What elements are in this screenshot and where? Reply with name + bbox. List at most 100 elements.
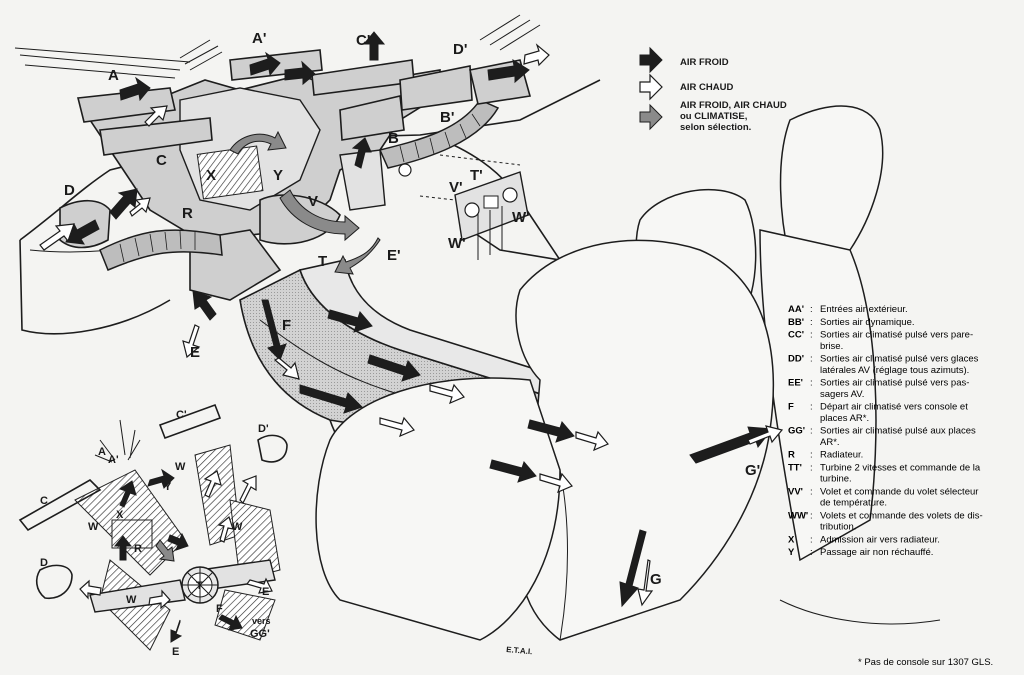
inset-label-c-prime: C' [176,409,187,421]
label-t-prime: T' [470,167,483,184]
key-separator: : [810,378,813,389]
key-code: F [788,402,794,413]
key-description: Radiateur. [820,450,863,461]
legend-mixed-3: selon sélection. [680,122,751,133]
key-code: DD' [788,354,804,365]
key-description: de température. [820,498,887,509]
legend-warm: AIR CHAUD [680,82,733,93]
label-c-prime: C' [356,32,370,49]
label-d: D [64,182,75,199]
key-separator: : [810,304,813,315]
inset-label-e-2: E [172,646,179,658]
label-t: T [318,253,327,270]
credit-label: E.T.A.I. [506,645,533,656]
key-code: BB' [788,317,804,328]
legend-cold: AIR FROID [680,57,729,68]
key-separator: : [810,330,813,341]
key-description: latérales AV (réglage tous azimuts). [820,365,969,376]
key-description: turbine. [820,474,852,485]
key-separator: : [810,547,813,558]
key-description: Admission air vers radiateur. [820,534,940,545]
legend-mixed-2: ou CLIMATISE, [680,111,747,122]
key-description: Sorties air climatisé pulsé vers pas- [820,378,969,389]
inset-schematic [18,403,288,651]
inset-label-y: Y [164,481,172,493]
cold-air-arrow-icon [639,46,663,74]
label-x: X [206,167,216,184]
key-separator: : [810,354,813,365]
key-code: VV' [788,486,803,497]
label-c: C [156,152,167,169]
key-separator: : [810,450,813,461]
label-r: R [182,205,193,222]
key-description: Passage air non réchauffé. [820,547,933,558]
key-code: Y [788,547,795,558]
inset-label-c: C [40,495,48,507]
key-separator: : [810,462,813,473]
label-w-prime-2: W' [448,235,466,252]
key-list: AA': Entrées air extérieur. BB': Sorties ai… [788,304,983,558]
inset-label-t: T [196,580,203,592]
footnote: * Pas de console sur 1307 GLS. [858,657,993,668]
key-separator: : [810,534,813,545]
inset-label-gg-prime: GG' [250,628,270,640]
key-code: AA' [788,304,804,315]
label-v: V [308,193,318,210]
label-f: F [282,317,291,334]
rear-seat [759,105,941,625]
key-separator: : [810,402,813,413]
key-code: CC' [788,330,804,341]
inset-label-a: A [98,446,106,458]
key-separator: : [810,510,813,521]
label-w-prime: W' [512,209,530,226]
inset-label-a-prime: A' [108,454,119,466]
inset-label-w-3: W [232,521,243,533]
inset-labels: A A' C' D' C D W Y W X R W W T E F E ver… [40,409,271,658]
key-description: Turbine 2 vitesses et commande de la [820,462,981,473]
label-b: B [388,130,399,147]
inset-label-vers: vers [252,616,271,626]
main-labels: A A' C' D' C D B B' X Y V R T E' F E G' … [64,30,760,588]
key-description: sagers AV. [820,389,864,400]
key-description: Départ air climatisé vers console et [820,402,968,413]
key-description: brise. [820,341,843,352]
arrow-legend: AIR FROID AIR CHAUD AIR FROID, AIR CHAUD… [639,46,787,133]
inset-label-d: D [40,557,48,569]
key-description: Sorties air climatisé pulsé vers pare- [820,330,973,341]
airflow-arrows [39,31,784,608]
label-g-prime: G' [745,462,760,479]
label-a: A [108,67,119,84]
inset-label-f: F [216,603,223,615]
key-description: places AR*. [820,413,869,424]
label-e-prime: E' [387,247,401,264]
warm-air-arrow-icon [639,73,663,101]
legend-mixed-1: AIR FROID, AIR CHAUD [680,100,787,111]
label-b-prime: B' [440,109,454,126]
key-code: R [788,450,795,461]
key-separator: : [810,486,813,497]
key-description: Sorties air climatisé pulsé aux places [820,426,976,437]
inset-label-x: X [116,509,124,521]
inset-label-r: R [134,543,142,555]
front-seat: E.T.A.I. [315,188,775,656]
key-code: TT' [788,462,802,473]
key-code: WW' [788,510,808,521]
key-code: EE' [788,378,803,389]
key-code: GG' [788,426,805,437]
control-panel [398,154,529,260]
inset-label-w-2: W [88,521,99,533]
label-y: Y [273,167,283,184]
inset-label-w-1: W [175,461,186,473]
key-description: Volet et commande du volet sélecteur [820,486,978,497]
label-d-prime: D' [453,41,467,58]
key-description: tribution. [820,522,856,533]
inset-label-w-4: W [126,594,137,606]
label-v-prime: V' [449,179,463,196]
key-description: AR*. [820,437,840,448]
label-e: E [190,344,200,361]
key-separator: : [810,426,813,437]
hoses [59,59,532,271]
key-description: Sorties air climatisé pulsé vers glaces [820,354,979,365]
key-description: Entrées air extérieur. [820,304,908,315]
